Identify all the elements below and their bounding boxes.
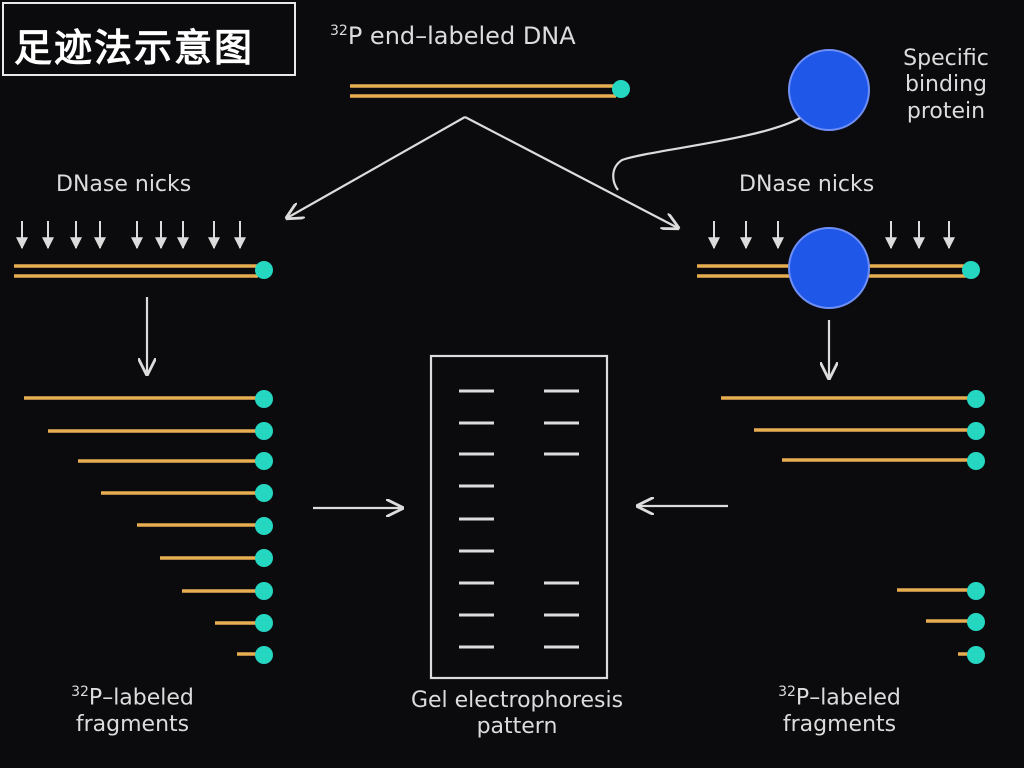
fragment — [237, 646, 273, 664]
arrow-to-left-branch — [287, 116, 466, 218]
fragment — [24, 390, 273, 408]
gel-bands-right-lane — [544, 389, 579, 649]
fragments-right-line1: P–labeled — [795, 685, 901, 711]
fragment — [48, 422, 273, 440]
fragments-left-label: 32P–labeled fragments — [45, 684, 220, 738]
fragment — [721, 390, 985, 408]
fragment — [137, 517, 273, 535]
binding-protein-circle — [788, 49, 870, 131]
top-dna-label-text: P end–labeled DNA — [347, 22, 576, 50]
fragments-left-line1: P–labeled — [88, 685, 194, 711]
fragment — [926, 613, 985, 631]
dnase-nicks-right-label: DNase nicks — [739, 172, 875, 197]
dnase-nicks-left-label: DNase nicks — [56, 172, 192, 197]
top-dna-duplex — [350, 80, 630, 98]
slide-title: 足迹法示意图 — [14, 25, 255, 70]
left-dnase-nick-arrows — [16, 221, 246, 250]
fragment — [215, 614, 273, 632]
arrow-to-right-branch — [464, 116, 678, 228]
gel-box — [429, 354, 609, 680]
fragments-right-line2: fragments — [782, 711, 897, 737]
left-fragments — [24, 390, 273, 664]
fragment — [78, 452, 273, 470]
fragment — [101, 484, 273, 502]
title-box: 足迹法示意图 — [2, 2, 296, 76]
left-dna-duplex — [14, 261, 273, 279]
isotope-superscript: 32 — [330, 23, 348, 39]
gel-pattern-line2: pattern — [476, 714, 558, 740]
isotope-superscript: 32 — [778, 684, 796, 700]
gel-bands-left-lane — [459, 389, 494, 649]
fragment — [897, 582, 985, 600]
protein-label-line: Specific — [903, 46, 989, 71]
protein-callout-line — [612, 117, 801, 191]
fragments-left-line2: fragments — [75, 711, 190, 737]
fragment — [958, 646, 985, 664]
protein-label: Specific binding protein — [882, 46, 1010, 125]
right-dnase-nick-arrows — [708, 221, 955, 250]
isotope-superscript: 32 — [71, 684, 89, 700]
protein-label-line: binding — [904, 72, 987, 98]
right-fragments — [721, 390, 985, 664]
fragment — [754, 422, 985, 440]
protein-label-line: protein — [906, 98, 986, 124]
gel-pattern-label: Gel electrophoresis pattern — [362, 688, 672, 741]
fragment — [160, 549, 273, 567]
top-dna-label-dot — [612, 80, 630, 98]
bound-protein-circle — [788, 227, 870, 309]
fragment — [182, 582, 273, 600]
right-dna-duplex — [697, 227, 980, 309]
left-dna-label-dot — [255, 261, 273, 279]
gel-pattern-line1: Gel electrophoresis — [410, 688, 624, 713]
fragments-right-label: 32P–labeled fragments — [752, 684, 927, 738]
fragment — [782, 452, 985, 470]
right-dna-label-dot — [962, 261, 980, 279]
top-dna-label: 32P end–labeled DNA — [330, 22, 576, 51]
